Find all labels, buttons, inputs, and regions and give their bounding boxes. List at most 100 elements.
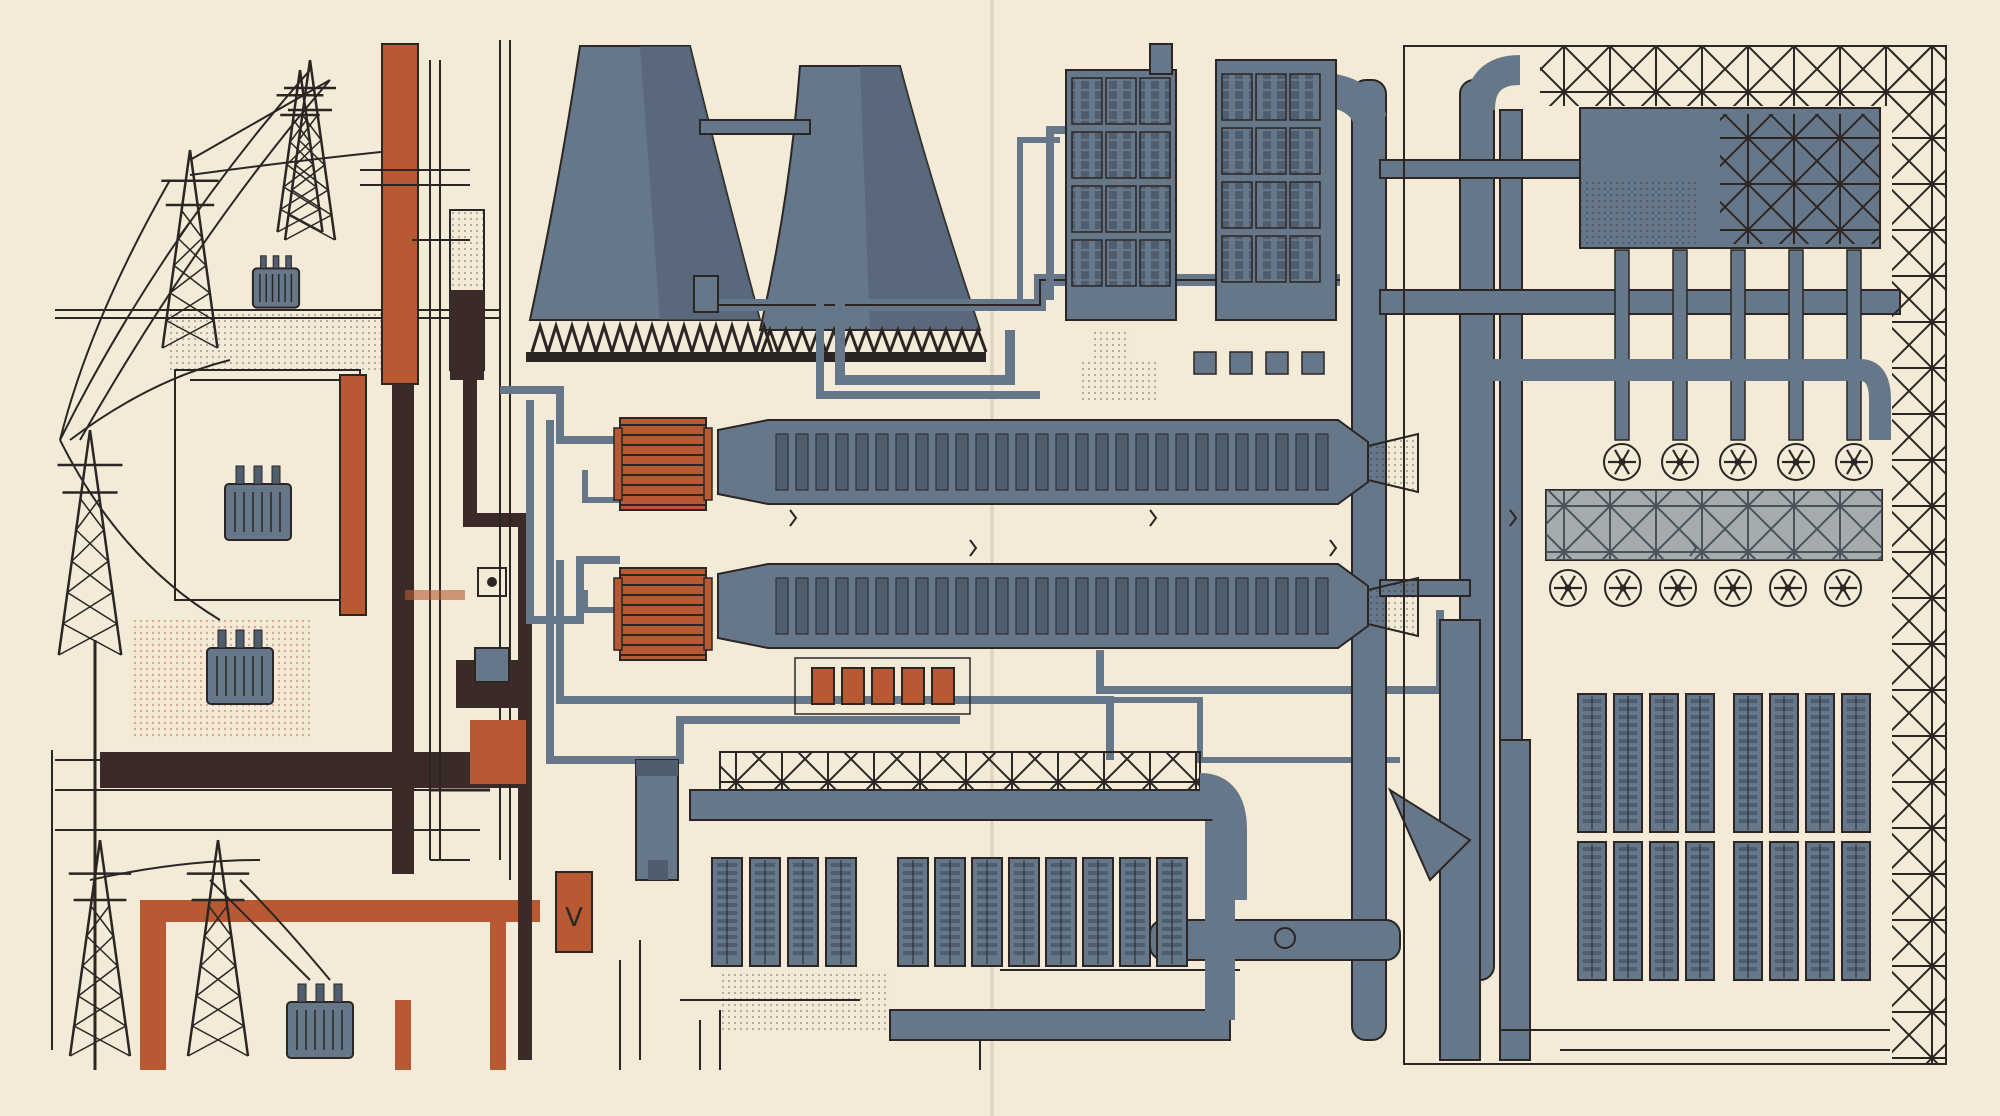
transformer-group — [206, 255, 354, 1059]
shaded-zone — [170, 310, 400, 370]
battery-rack-icon — [1119, 857, 1151, 967]
transformer-icon — [286, 983, 354, 1059]
battery-rack-icon — [897, 857, 929, 967]
valve-clip — [969, 539, 978, 557]
battery-rack-icon — [825, 857, 857, 967]
generator-panel — [1105, 77, 1137, 125]
capacitor-unit — [931, 667, 955, 705]
battery-rack-icon — [1577, 841, 1607, 981]
generator-panel — [1221, 181, 1253, 229]
battery-rack-icon — [1805, 841, 1835, 981]
generator-block — [1065, 43, 1337, 400]
cooling-fan-icon — [1549, 569, 1587, 607]
transformer-icon — [206, 629, 274, 705]
generator-panel — [1255, 235, 1287, 283]
heat-exchanger-group — [613, 417, 713, 661]
battery-rack-group-left — [711, 857, 857, 967]
battery-rack-icon — [1769, 693, 1799, 833]
generator-panel — [1221, 127, 1253, 175]
junction-box — [1193, 351, 1217, 375]
capacitor-unit — [811, 667, 835, 705]
valve-box: V — [555, 871, 593, 953]
capacitor-unit — [871, 667, 895, 705]
transmission-tower-icon — [161, 149, 219, 349]
generator-panel — [1139, 131, 1171, 179]
cooling-towers — [526, 45, 988, 362]
generator-panel — [1255, 127, 1287, 175]
battery-rack-icon — [1841, 693, 1871, 833]
generator-panel — [1105, 239, 1137, 287]
transmission-tower-icon — [57, 429, 123, 656]
steam-turbine — [717, 419, 1419, 505]
generator-panel — [1139, 239, 1171, 287]
cooling-fan-icon — [1714, 569, 1752, 607]
battery-rack-icon — [787, 857, 819, 967]
fan-riser-pipe — [1672, 249, 1688, 441]
heat-exchanger-icon — [613, 567, 713, 661]
bus-bar — [100, 752, 530, 788]
cooling-fan-icon — [1604, 569, 1642, 607]
bus-bar — [140, 900, 540, 922]
battery-rack-icon — [749, 857, 781, 967]
generator-panel — [1255, 73, 1287, 121]
cooling-fan-icon — [1777, 443, 1815, 481]
battery-rack-icon — [1685, 693, 1715, 833]
cooling-fan-icon — [1603, 443, 1641, 481]
battery-rack-icon — [1769, 841, 1799, 981]
battery-rack-icon — [1156, 857, 1188, 967]
cooling-fan-icon — [1661, 443, 1699, 481]
valve-clip — [1329, 539, 1338, 557]
generator-panel — [1221, 73, 1253, 121]
battery-rack-icon — [934, 857, 966, 967]
generator-panel — [1139, 185, 1171, 233]
transformer-icon — [224, 465, 292, 541]
capacitor-unit — [901, 667, 925, 705]
junction-box — [1301, 351, 1325, 375]
fan-riser-pipe — [1614, 249, 1630, 441]
battery-rack-icon — [1082, 857, 1114, 967]
steam-turbine — [717, 563, 1419, 649]
cooling-fan-icon — [1835, 443, 1873, 481]
transmission-tower-icon — [186, 839, 250, 1057]
battery-rack-icon — [971, 857, 1003, 967]
generator-panel — [1289, 235, 1321, 283]
battery-rack-icon — [1685, 841, 1715, 981]
generator-panel — [1071, 185, 1103, 233]
transmission-tower-icon — [68, 839, 132, 1057]
cooling-enclosure — [1403, 45, 1947, 1065]
fan-riser-pipe — [1788, 249, 1804, 441]
generator-panel — [1289, 181, 1321, 229]
storage-hall — [635, 751, 1247, 1030]
stack-columns — [339, 40, 532, 1070]
valve-label: V — [565, 903, 583, 933]
battery-rack-icon — [1008, 857, 1040, 967]
pylon-group — [57, 59, 337, 1057]
fan-riser-pipe — [1846, 249, 1862, 441]
battery-rack-icon — [1649, 693, 1679, 833]
fan-riser-pipe — [1730, 249, 1746, 441]
heat-exchanger-icon — [613, 417, 713, 511]
bus-bar — [140, 900, 166, 1070]
cooling-fan-icon — [1824, 569, 1862, 607]
battery-rack-icon — [1613, 841, 1643, 981]
battery-rack-icon — [711, 857, 743, 967]
cooling-fan-icon — [1719, 443, 1757, 481]
valve-clip — [1149, 509, 1158, 527]
cooling-fan-icon — [1769, 569, 1807, 607]
battery-rack-icon — [1733, 841, 1763, 981]
valve-clip — [1509, 509, 1518, 527]
junction-box — [1265, 351, 1289, 375]
battery-rack-icon — [1045, 857, 1077, 967]
generator-panel — [1105, 185, 1137, 233]
generator-panel — [1289, 127, 1321, 175]
generator-panel — [1255, 181, 1287, 229]
transformer-icon — [251, 255, 301, 309]
capacitor-unit — [841, 667, 865, 705]
turbine-group — [717, 419, 1698, 649]
generator-panel — [1139, 77, 1171, 125]
generator-panel — [1071, 77, 1103, 125]
valve-clip — [789, 509, 798, 527]
capacitor-bank — [794, 657, 971, 715]
cooling-fan-icon — [1659, 569, 1697, 607]
